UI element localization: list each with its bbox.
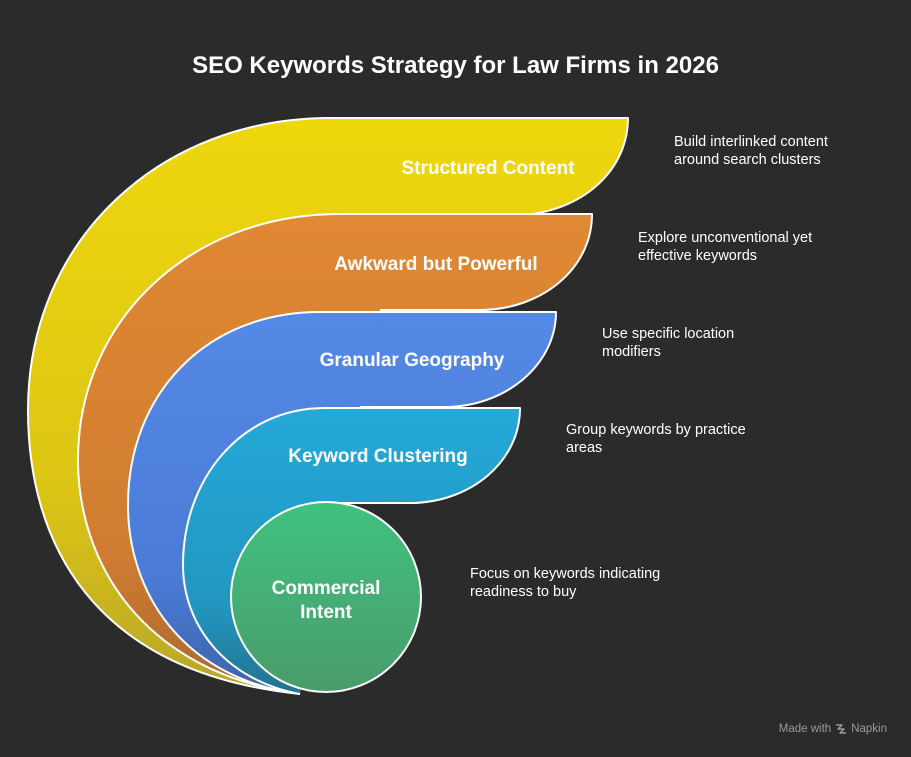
description-line: effective keywords (638, 248, 758, 264)
diagram-title: SEO Keywords Strategy for Law Firms in 2… (192, 52, 719, 79)
description-line: Explore unconventional yet (638, 230, 813, 246)
description-line: around search clusters (674, 152, 821, 168)
description-line: areas (566, 440, 603, 456)
layer-label-structured-content: Structured Content (401, 158, 575, 179)
napkin-watermark: Made with Napkin (779, 723, 887, 735)
layer-label-keyword-clustering: Keyword Clustering (288, 446, 467, 467)
description-line: Focus on keywords indicating (470, 566, 661, 582)
napkin-brand-text: Napkin (851, 723, 887, 735)
description-structured-content: Build interlinked content around search … (674, 133, 904, 169)
description-line: Build interlinked content (674, 134, 828, 150)
description-line: Group keywords by practice (566, 422, 746, 438)
description-awkward-powerful: Explore unconventional yet effective key… (638, 229, 868, 265)
layer-label-awkward-powerful: Awkward but Powerful (334, 254, 537, 275)
layer-commercial-intent-shape (230, 501, 422, 693)
description-commercial-intent: Focus on keywords indicating readiness t… (470, 565, 700, 601)
layer-label-commercial-intent-line1: Commercial (272, 578, 381, 599)
layer-label-commercial-intent-line2: Intent (300, 602, 352, 623)
napkin-logo-icon (836, 724, 847, 734)
layer-label-granular-geography: Granular Geography (320, 350, 505, 371)
made-with-text: Made with (778, 723, 832, 735)
description-line: readiness to buy (470, 584, 577, 600)
description-granular-geography: Use specific location modifiers (602, 325, 832, 361)
description-line: modifiers (602, 344, 661, 360)
description-keyword-clustering: Group keywords by practice areas (566, 421, 796, 457)
description-line: Use specific location (602, 326, 735, 342)
